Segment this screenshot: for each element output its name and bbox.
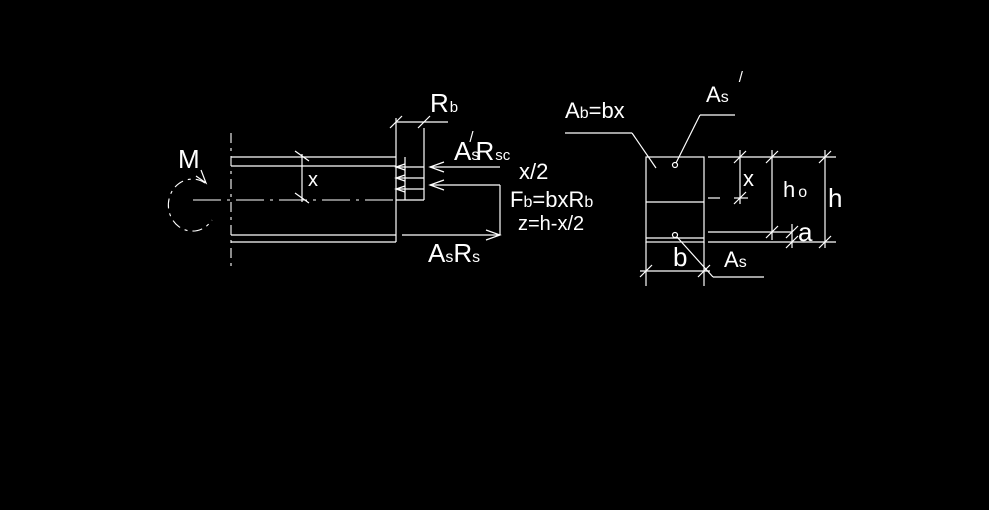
b-tick-right: [697, 264, 711, 278]
x-half-label: x/2: [519, 159, 548, 184]
h-tick-bottom: [818, 235, 832, 249]
x-right-label: x: [743, 166, 754, 191]
as-top-leader-diag: [675, 114, 701, 164]
asrs-arrowhead: [485, 229, 502, 241]
fb-arrowhead: [428, 179, 445, 191]
x-dim-right-tick-bottom: [733, 191, 747, 205]
a-label: a: [798, 217, 813, 247]
b-tick-left: [639, 264, 653, 278]
ab-label: Ab=bx: [565, 98, 625, 123]
h-label: h: [828, 183, 842, 213]
moment-arc: [167, 178, 213, 232]
h0-tick-top: [765, 150, 779, 164]
fb-label: Fb=bxRb: [510, 187, 593, 212]
asrs-label: AsRs: [428, 238, 480, 268]
ab-leader-diag: [631, 132, 657, 169]
stress-arrowheads: [394, 163, 406, 193]
rb-label: Rb: [430, 88, 458, 118]
x-label: x: [308, 169, 318, 191]
x-dim-tick-bottom: [294, 192, 310, 204]
rb-tick-right: [417, 115, 431, 129]
a-tick-top: [785, 225, 799, 239]
a-tick-bottom: [785, 235, 799, 249]
tension-rebar: [671, 231, 679, 239]
as-bot-leader-diag: [676, 236, 714, 278]
as-bot-label: As: [724, 247, 747, 272]
as-top-label: As/: [706, 69, 744, 107]
h-tick-top: [818, 150, 832, 164]
h0-tick-bottom: [765, 225, 779, 239]
x-dim-right-tick-top: [733, 150, 747, 164]
section-outline: [645, 156, 705, 243]
asrsc-arrowhead: [428, 161, 445, 173]
rb-tick-left: [389, 115, 403, 129]
moment-arrowhead: [195, 169, 208, 185]
z-label: z=h-x/2: [518, 213, 584, 235]
asrsc-label: As/Rsc: [454, 129, 511, 166]
beam-elevation: x Rb As/Rsc x/2 Fb=bxRb z=h-x/2 AsRs: [167, 88, 593, 270]
x-dim-tick-top: [294, 150, 310, 162]
compression-rebar: [671, 161, 679, 169]
b-label: b: [673, 242, 687, 272]
moment-label: M: [178, 144, 200, 174]
